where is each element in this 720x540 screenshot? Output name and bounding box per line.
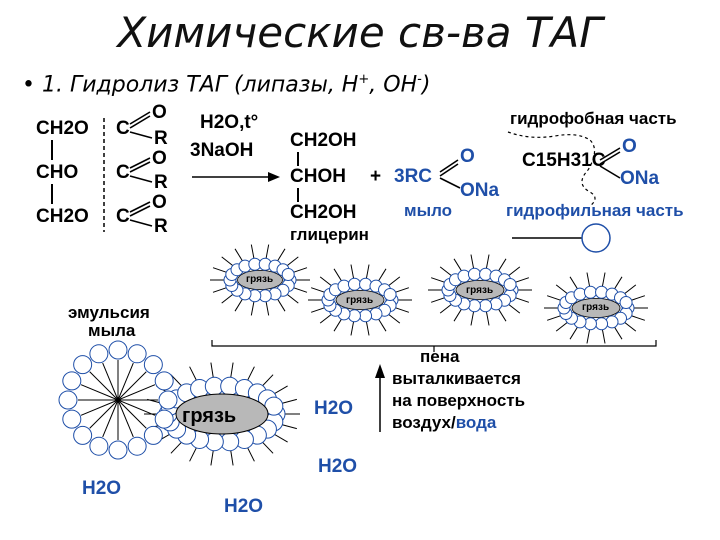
soap-head xyxy=(479,267,493,281)
svg-text:ONa: ONa xyxy=(460,180,500,201)
emulsion-label-1: эмульсия xyxy=(68,303,150,322)
soap-head xyxy=(595,285,609,299)
molecule-head xyxy=(581,223,611,253)
soap-head xyxy=(503,278,517,292)
svg-text:O: O xyxy=(152,102,167,123)
water-3: H2O xyxy=(82,478,121,499)
tag-row-2: CHO xyxy=(36,162,78,183)
slide-title: Химические св-ва ТАГ xyxy=(117,8,603,57)
svg-text:C: C xyxy=(116,206,130,227)
big-dirt-label: грязь xyxy=(182,405,236,427)
soap-head xyxy=(573,287,587,301)
dirt-label-4: грязь xyxy=(582,302,609,313)
plus-sign: + xyxy=(370,166,381,187)
foam-text-3: на поверхность xyxy=(392,391,525,410)
conditions-1: H2O,t° xyxy=(200,112,258,133)
svg-text:R: R xyxy=(154,128,168,149)
foam-text-1: пена xyxy=(420,347,460,366)
bullet-hydrolysis: • 1. Гидролиз ТАГ (липазы, Н+, ОН-) xyxy=(22,72,431,98)
glycerol-structure: CH2OH CHOH CH2OH xyxy=(290,130,357,223)
foam-bracket xyxy=(211,340,657,347)
soap-head xyxy=(347,309,361,323)
svg-text:CHOH: CHOH xyxy=(290,166,346,187)
svg-text:ONa: ONa xyxy=(620,168,660,189)
micelle-2 xyxy=(308,264,412,336)
dirt-label-1: грязь xyxy=(246,274,273,285)
tag-row-1: CH2O xyxy=(36,118,89,139)
hydrophobic-label: гидрофобная часть xyxy=(510,109,677,128)
micelle-4 xyxy=(544,272,648,344)
water-2: H2O xyxy=(318,456,357,477)
svg-text:O: O xyxy=(622,136,637,157)
soap-head xyxy=(457,269,471,283)
glycerol-label: глицерин xyxy=(290,225,369,244)
tag-structure: CH2O CHO CH2O C C C O O O R R R xyxy=(36,102,168,237)
svg-text:O: O xyxy=(152,192,167,213)
soap-head xyxy=(359,277,373,291)
big-dirt xyxy=(175,393,269,435)
svg-text:O: O xyxy=(460,146,475,167)
svg-text:3RC: 3RC xyxy=(394,166,432,187)
soap-head xyxy=(595,317,609,331)
svg-text:C: C xyxy=(116,118,130,139)
dirt-label-3: грязь xyxy=(466,285,493,296)
tag-row-3: CH2O xyxy=(36,206,89,227)
soap-head xyxy=(369,307,383,321)
svg-text:CH2OH: CH2OH xyxy=(290,130,357,151)
soap-head xyxy=(347,277,361,291)
soap-head xyxy=(337,279,351,293)
foam-text-4: воздух/вода xyxy=(392,413,497,432)
soap-head xyxy=(467,299,481,313)
svg-text:CH2OH: CH2OH xyxy=(290,202,357,223)
micelle-3 xyxy=(428,254,532,326)
soap-emulsion-star xyxy=(58,340,178,460)
soap-head xyxy=(281,268,295,282)
svg-text:O: O xyxy=(152,148,167,169)
stearate-formula: C15H31C xyxy=(522,150,606,171)
emulsion-label-2: мыла xyxy=(88,321,136,340)
water-4: H2O xyxy=(224,496,263,517)
soap-head xyxy=(583,317,597,331)
soap-label: мыло xyxy=(404,201,452,220)
water-1: H2O xyxy=(314,398,353,419)
soap-head xyxy=(467,267,481,281)
soap-head xyxy=(479,299,493,313)
soap-head xyxy=(383,288,397,302)
hydrophilic-label: гидрофильная часть xyxy=(506,201,684,220)
soap-head xyxy=(583,285,597,299)
soap-head xyxy=(619,296,633,310)
svg-text:R: R xyxy=(154,172,168,193)
micelles-group xyxy=(58,244,648,466)
svg-text:C: C xyxy=(116,162,130,183)
foam-text-2: выталкивается xyxy=(392,369,521,388)
micelle-1 xyxy=(210,244,310,316)
svg-text:R: R xyxy=(154,216,168,237)
soap-head xyxy=(359,309,373,323)
dirt-label-2: грязь xyxy=(346,295,373,306)
conditions-2: 3NaOH xyxy=(190,140,253,161)
soap-formula: 3RC O ONa xyxy=(394,146,500,201)
soap-head xyxy=(605,315,619,329)
soap-head xyxy=(489,297,503,311)
